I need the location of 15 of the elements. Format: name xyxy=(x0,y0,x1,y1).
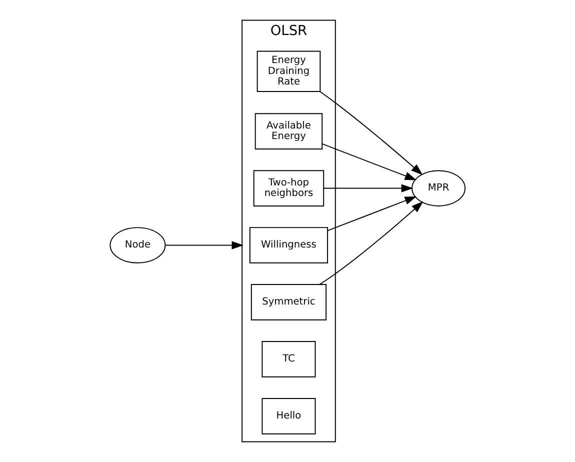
node-box: Willingness xyxy=(249,227,328,264)
node-ellipse: MPR xyxy=(412,170,466,206)
node-box: Energy Draining Rate xyxy=(256,50,321,92)
arrow xyxy=(319,201,424,285)
node-box: Hello xyxy=(262,398,316,434)
node-box: TC xyxy=(262,341,316,378)
node-box: Available Energy xyxy=(254,113,323,150)
arrow xyxy=(165,241,244,250)
node-ellipse: Node xyxy=(110,227,166,264)
arrow xyxy=(323,184,414,192)
node-box: Symmetric xyxy=(250,284,327,320)
arrow xyxy=(320,91,423,176)
node-box: Two-hop neighbors xyxy=(253,170,324,206)
arrow xyxy=(327,196,417,232)
arrow xyxy=(322,143,417,180)
